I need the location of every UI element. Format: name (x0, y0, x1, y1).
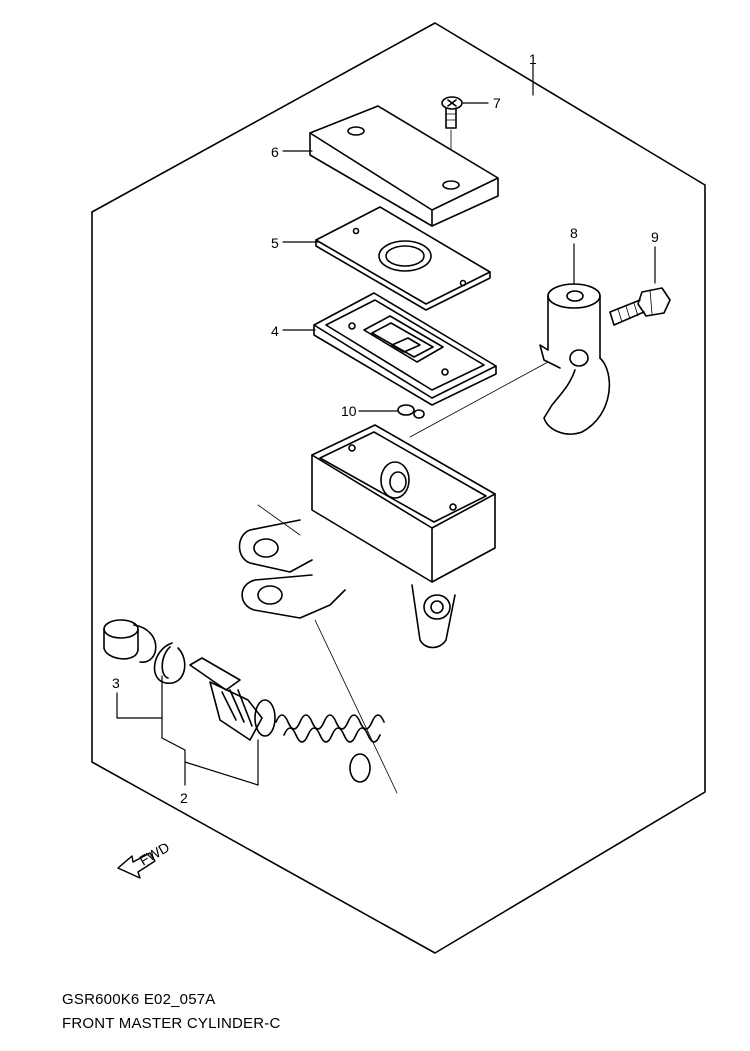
circlip (153, 642, 186, 684)
piston-spring-part-2 (189, 657, 385, 783)
reservoir-cap-part-6 (309, 105, 499, 227)
callout-9: 9 (651, 229, 659, 245)
callout-5: 5 (271, 235, 279, 251)
clamp-holder-part-8 (539, 283, 611, 435)
callout-4: 4 (271, 323, 279, 339)
master-cylinder-body (238, 424, 496, 649)
fwd-label: FWD (137, 839, 173, 869)
callout-10: 10 (341, 403, 357, 419)
screw-part-7 (441, 96, 463, 129)
diagram-title: FRONT MASTER CYLINDER-C (62, 1015, 281, 1032)
leader-lines (116, 63, 656, 794)
callout-1: 1 (529, 51, 537, 67)
diaphragm-part-4 (313, 292, 497, 406)
callout-8: 8 (570, 225, 578, 241)
callout-6: 6 (271, 144, 279, 160)
forward-arrow-icon (117, 852, 156, 879)
boot-part-3 (103, 619, 157, 663)
diaphragm-plate-part-5 (315, 206, 491, 311)
diagram-code: GSR600K6 E02_057A (62, 991, 216, 1008)
bolt-part-9 (609, 287, 671, 326)
assembly-boundary (91, 22, 706, 954)
callout-2: 2 (180, 790, 188, 806)
callout-3: 3 (112, 675, 120, 691)
ring-part-10 (397, 404, 425, 419)
callout-7: 7 (493, 95, 501, 111)
